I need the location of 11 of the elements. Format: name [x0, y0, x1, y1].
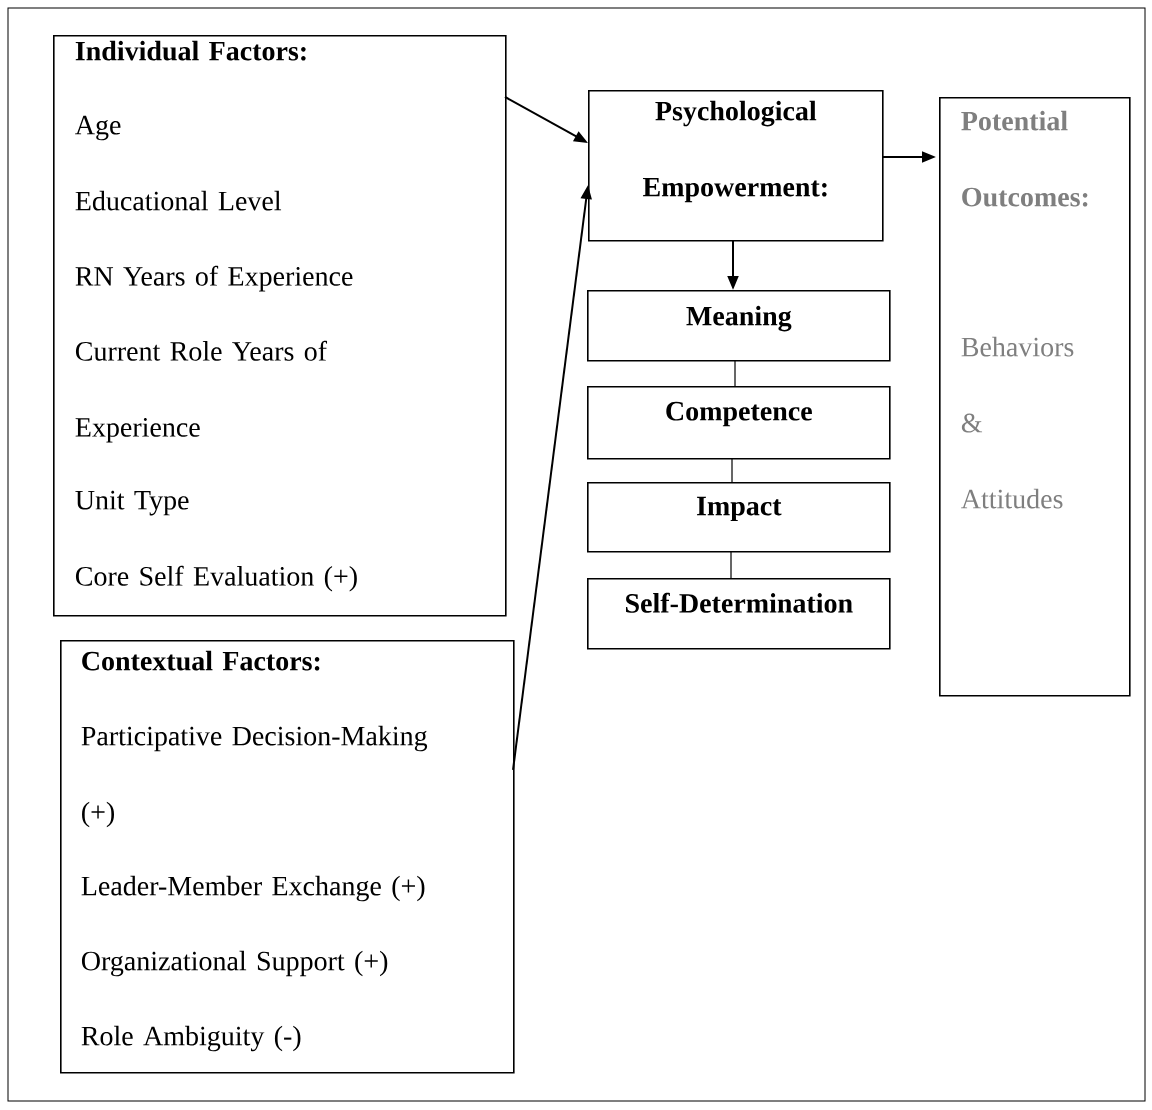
- factor-box: Self-Determination: [587, 578, 891, 650]
- factor-box: Potential Outcomes: Behaviors & Attitudes: [939, 97, 1131, 697]
- factor-box: Competence: [587, 386, 891, 460]
- connector-line: [731, 457, 733, 483]
- factor-box: Contextual Factors: Participative Decision-Making (+) Leader-Member Exchange (+) Organizational Support (+) Role Ambiguity (-): [60, 640, 515, 1074]
- connector-line: [730, 550, 732, 579]
- factor-box: Impact: [587, 482, 891, 553]
- factor-box: Meaning: [587, 290, 891, 362]
- connector-line: [734, 359, 736, 387]
- factor-box: Individual Factors: Age Educational Level RN Years of Experience Current Role Years of Experience Unit Type Core Self Evaluation (+): [53, 35, 507, 617]
- factor-box: Psychological Empowerment:: [588, 90, 884, 242]
